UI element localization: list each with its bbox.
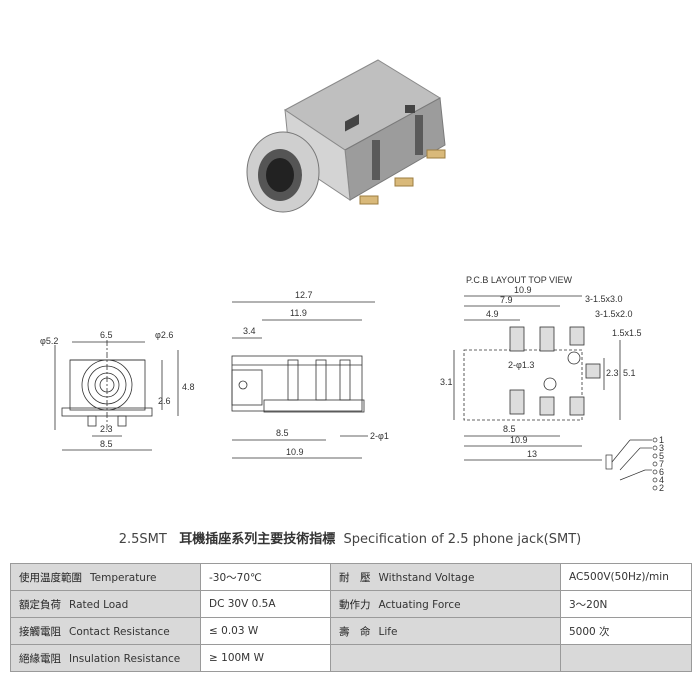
pin-label-4: 4 bbox=[659, 475, 664, 485]
front-dim-phi2-6: φ2.6 bbox=[155, 330, 173, 340]
pcb-dim-7-9: 7.9 bbox=[500, 295, 513, 305]
pcb-dim-3-1-5x2-0: 3-1.5x2.0 bbox=[595, 309, 633, 319]
pcb-dim-10-9-bottom: 10.9 bbox=[510, 435, 528, 445]
spec-empty-cell bbox=[560, 644, 692, 672]
spec-title-en: Specification of 2.5 phone jack(SMT) bbox=[343, 532, 582, 547]
side-dim-2-phi1: 2-φ1 bbox=[370, 431, 389, 441]
pcb-dim-13: 13 bbox=[527, 449, 537, 459]
technical-drawings: 6.5 φ5.2 φ2.6 4.8 2.6 2.3 8.5 12.7 11.9 … bbox=[40, 59, 664, 493]
spec-title-prefix: 2.5SMT bbox=[118, 532, 167, 547]
pin-schematic bbox=[605, 437, 658, 491]
side-dim-12-7: 12.7 bbox=[295, 290, 313, 300]
spec-value: AC500V(50Hz)/min bbox=[560, 563, 692, 591]
pcb-layout-title: P.C.B LAYOUT TOP VIEW bbox=[466, 275, 573, 285]
side-dim-10-9: 10.9 bbox=[286, 447, 304, 457]
pcb-dim-4-9: 4.9 bbox=[486, 309, 499, 319]
pin-label-7: 7 bbox=[659, 459, 664, 469]
pcb-dim-3-1-5x3-0: 3-1.5x3.0 bbox=[585, 294, 623, 304]
front-view-drawing bbox=[54, 340, 179, 451]
product-photo bbox=[246, 59, 446, 213]
spec-value: -30～70℃ bbox=[200, 563, 331, 591]
spec-value: ≤ 0.03 W bbox=[200, 617, 331, 645]
side-dim-3-4: 3.4 bbox=[243, 326, 256, 336]
spec-title-cn: 耳機插座系列主要技術指標 bbox=[179, 532, 336, 547]
spec-empty-cell bbox=[330, 644, 561, 672]
spec-title: 2.5SMT 耳機插座系列主要技術指標 Specification of 2.5… bbox=[0, 528, 700, 547]
pin-label-1: 1 bbox=[659, 435, 664, 445]
spec-value: 3～20N bbox=[560, 590, 692, 618]
spec-value: 5000 次 bbox=[560, 617, 692, 645]
pin-label-6: 6 bbox=[659, 467, 664, 477]
front-dim-6-5: 6.5 bbox=[100, 330, 113, 340]
front-dim-8-5: 8.5 bbox=[100, 439, 113, 449]
side-dim-8-5: 8.5 bbox=[276, 428, 289, 438]
pcb-dim-2-3: 2.3 bbox=[606, 368, 619, 378]
pin-label-2: 2 bbox=[659, 483, 664, 493]
pin-label-5: 5 bbox=[659, 451, 664, 461]
pcb-dim-1-5x1-5: 1.5x1.5 bbox=[612, 328, 642, 338]
front-dim-phi5-2: φ5.2 bbox=[40, 336, 58, 346]
pcb-dim-3-1: 3.1 bbox=[440, 377, 453, 387]
front-dim-2-3: 2.3 bbox=[100, 424, 113, 434]
front-dim-2-6: 2.6 bbox=[158, 396, 171, 406]
pcb-dim-8-5: 8.5 bbox=[503, 424, 516, 434]
spec-value: ≥ 100M W bbox=[200, 644, 331, 672]
spec-value: DC 30V 0.5A bbox=[200, 590, 331, 618]
pcb-layout-drawing bbox=[453, 295, 621, 461]
side-dim-11-9: 11.9 bbox=[290, 308, 307, 318]
pin-label-3: 3 bbox=[659, 443, 664, 453]
pcb-dim-10-9-top: 10.9 bbox=[514, 285, 532, 295]
pcb-dim-5-1: 5.1 bbox=[623, 368, 636, 378]
side-view-drawing bbox=[231, 301, 375, 459]
pcb-dim-2-phi1-3: 2-φ1.3 bbox=[508, 360, 534, 370]
front-dim-4-8: 4.8 bbox=[182, 382, 195, 392]
